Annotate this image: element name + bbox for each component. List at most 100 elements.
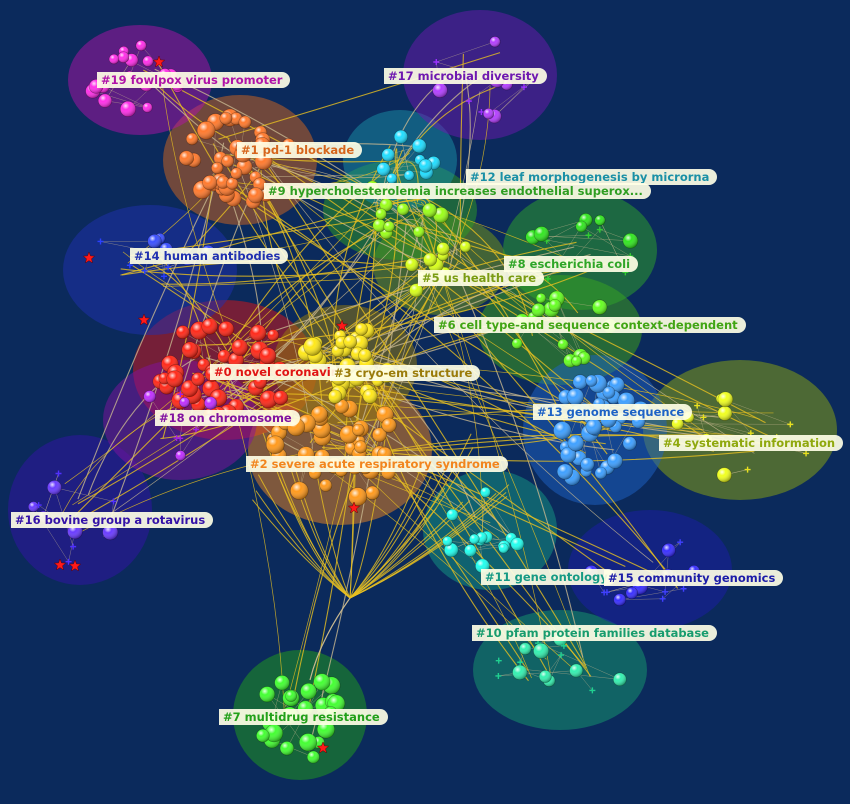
paper-node-marker bbox=[677, 539, 684, 546]
highlight-star-icon bbox=[347, 501, 361, 514]
paper-node-gloss bbox=[483, 108, 494, 120]
paper-node-gloss bbox=[436, 242, 450, 256]
paper-node-gloss bbox=[580, 457, 595, 472]
paper-node-gloss bbox=[142, 55, 154, 67]
paper-node-gloss bbox=[348, 487, 367, 506]
paper-node-marker bbox=[110, 498, 117, 505]
paper-node-marker bbox=[495, 672, 502, 679]
paper-node-gloss bbox=[219, 112, 233, 125]
cluster-label-2: #2 severe acute respiratory syndrome bbox=[246, 456, 508, 472]
paper-node-marker bbox=[465, 98, 472, 105]
paper-node-marker bbox=[603, 589, 610, 596]
paper-node-gloss bbox=[533, 643, 549, 659]
highlight-star-icon bbox=[68, 559, 82, 572]
cluster-label-17: #17 microbial diversity bbox=[384, 68, 547, 84]
paper-node-gloss bbox=[383, 221, 395, 232]
highlight-star-icon bbox=[137, 313, 151, 326]
paper-node-gloss bbox=[625, 587, 638, 599]
paper-node-marker bbox=[55, 470, 62, 477]
paper-node-gloss bbox=[469, 534, 480, 545]
paper-node-gloss bbox=[102, 524, 118, 540]
paper-node-gloss bbox=[585, 374, 598, 387]
paper-node-marker bbox=[495, 657, 502, 664]
citation-link bbox=[250, 141, 586, 666]
paper-node-gloss bbox=[464, 544, 477, 557]
paper-node-gloss bbox=[560, 447, 577, 463]
paper-node-gloss bbox=[405, 258, 419, 272]
paper-node-marker bbox=[596, 226, 603, 233]
paper-node-gloss bbox=[422, 203, 437, 218]
paper-node-gloss bbox=[218, 321, 234, 337]
paper-node-gloss bbox=[566, 388, 584, 406]
cluster-label-16: #16 bovine group a rotavirus bbox=[11, 512, 214, 528]
paper-node-gloss bbox=[661, 543, 676, 558]
paper-node-gloss bbox=[548, 299, 562, 312]
intra-link bbox=[494, 78, 535, 117]
intra-link bbox=[54, 487, 114, 502]
citation-link bbox=[77, 177, 219, 500]
paper-node-gloss bbox=[433, 207, 449, 223]
paper-node-gloss bbox=[352, 423, 365, 436]
paper-node-gloss bbox=[259, 347, 277, 365]
paper-node-gloss bbox=[512, 665, 528, 680]
citation-link bbox=[227, 138, 555, 684]
citation-link bbox=[218, 52, 501, 140]
highlight-star-icon bbox=[82, 251, 96, 264]
citation-link bbox=[349, 489, 421, 599]
paper-node-gloss bbox=[120, 101, 136, 117]
paper-node-marker bbox=[585, 232, 592, 239]
paper-node-gloss bbox=[432, 82, 448, 98]
paper-node-marker bbox=[173, 434, 180, 441]
citation-link bbox=[151, 80, 230, 140]
paper-node-gloss bbox=[519, 642, 532, 655]
paper-node-gloss bbox=[365, 486, 380, 500]
paper-node-marker bbox=[694, 402, 701, 409]
paper-node-gloss bbox=[553, 421, 572, 440]
citation-link bbox=[120, 265, 418, 277]
paper-node-gloss bbox=[231, 339, 248, 356]
intra-link bbox=[383, 168, 427, 173]
citation-link bbox=[205, 204, 390, 414]
paper-node-gloss bbox=[247, 187, 264, 204]
paper-node-marker bbox=[744, 466, 751, 473]
paper-node-marker bbox=[70, 543, 77, 550]
paper-node-gloss bbox=[412, 138, 427, 153]
paper-node-gloss bbox=[575, 220, 587, 233]
paper-node-gloss bbox=[259, 686, 275, 702]
citation-link bbox=[120, 197, 406, 276]
paper-node-gloss bbox=[313, 673, 331, 691]
cluster-label-4: #4 systematic information bbox=[659, 435, 844, 451]
paper-node-gloss bbox=[250, 324, 267, 341]
paper-node-gloss bbox=[186, 133, 199, 145]
cluster-label-19: #19 fowlpox virus promoter bbox=[97, 72, 291, 88]
citation-link bbox=[309, 597, 351, 681]
cluster-label-11: #11 gene ontology bbox=[481, 569, 616, 585]
paper-node-gloss bbox=[381, 418, 397, 433]
paper-node-gloss bbox=[328, 389, 342, 404]
intra-link bbox=[470, 538, 512, 551]
paper-node-marker bbox=[589, 687, 596, 694]
paper-node-marker bbox=[700, 414, 707, 421]
citation-link bbox=[315, 468, 351, 599]
paper-node-gloss bbox=[211, 162, 223, 174]
cluster-hull-14 bbox=[63, 205, 237, 335]
paper-node-marker bbox=[177, 391, 184, 398]
paper-node-gloss bbox=[498, 543, 509, 554]
paper-node-gloss bbox=[303, 337, 322, 356]
paper-node-gloss bbox=[717, 406, 733, 421]
intra-link bbox=[677, 423, 791, 425]
paper-node-marker bbox=[520, 84, 527, 91]
paper-node-marker bbox=[160, 273, 167, 280]
paper-node-gloss bbox=[510, 537, 524, 551]
intra-link bbox=[481, 492, 486, 538]
paper-node-gloss bbox=[536, 293, 546, 304]
paper-node-gloss bbox=[394, 130, 408, 144]
paper-node-gloss bbox=[571, 355, 582, 367]
paper-node-marker bbox=[126, 262, 133, 269]
citation-link bbox=[311, 223, 407, 736]
citation-link bbox=[349, 460, 451, 599]
paper-node-gloss bbox=[539, 670, 552, 683]
paper-node-gloss bbox=[569, 663, 583, 678]
paper-node-gloss bbox=[446, 509, 459, 521]
paper-node-gloss bbox=[311, 406, 328, 423]
